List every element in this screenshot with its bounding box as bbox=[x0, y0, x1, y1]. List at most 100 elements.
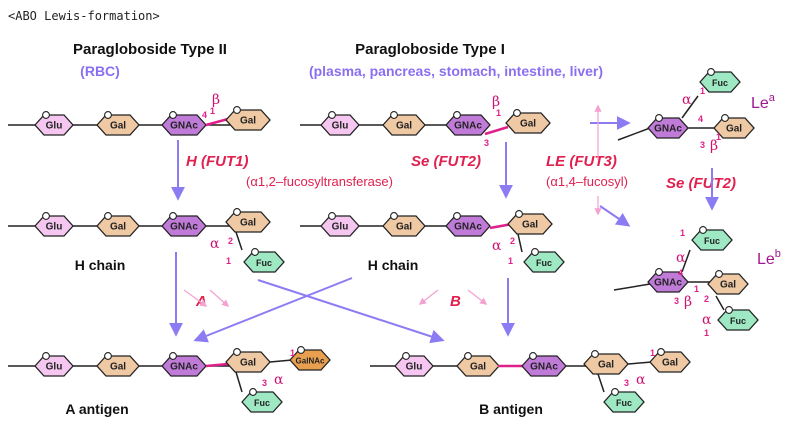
ring-oxygen-dot bbox=[707, 68, 715, 76]
gnac-sugar-label: GNAc bbox=[654, 278, 682, 289]
glu-sugar: Glu bbox=[34, 352, 74, 377]
gnac-sugar-label: GNAc bbox=[170, 362, 198, 373]
gnac-sugar: GNAc bbox=[445, 212, 491, 237]
linkage-number: 3 bbox=[674, 296, 679, 306]
gal-sugar-label: Gal bbox=[726, 124, 742, 135]
gal-sugar: Gal bbox=[382, 111, 426, 136]
gnac-sugar: GNAc bbox=[161, 111, 207, 136]
fuc-sugar-label: Fuc bbox=[704, 236, 720, 246]
linkage-number: 1 bbox=[704, 328, 709, 338]
type2-source: (RBC) bbox=[80, 63, 120, 79]
gal-sugar: Gal bbox=[96, 352, 140, 377]
linkage-number: 1 bbox=[508, 256, 513, 266]
bond-line bbox=[269, 359, 293, 363]
fuc-sugar: Fuc bbox=[717, 306, 759, 331]
arrow-a-pink-1 bbox=[183, 289, 208, 307]
glu-sugar: Glu bbox=[320, 111, 360, 136]
ring-oxygen-dot bbox=[328, 212, 336, 220]
beta-label: β bbox=[212, 92, 220, 108]
ring-oxygen-dot bbox=[42, 352, 50, 360]
alpha-label: α bbox=[682, 92, 692, 108]
enzyme-h-label: H (FUT1) bbox=[186, 153, 249, 170]
gal-sugar-label: Gal bbox=[720, 280, 736, 291]
gal-sugar: Gal bbox=[707, 270, 749, 295]
ring-oxygen-dot bbox=[721, 114, 729, 122]
alpha-label: α bbox=[636, 372, 646, 388]
ring-oxygen-dot bbox=[169, 352, 177, 360]
gnac-sugar: GNAc bbox=[161, 352, 207, 377]
enzyme-se2-label: Se (FUT2) bbox=[666, 175, 736, 192]
gal-sugar: Gal bbox=[96, 212, 140, 237]
gal-sugar: Gal bbox=[225, 208, 271, 233]
enzyme-le-label: LE (FUT3) bbox=[546, 153, 617, 170]
linkage-line bbox=[205, 362, 229, 368]
linkage-number: 1 bbox=[680, 228, 685, 238]
glu-sugar-label: Glu bbox=[46, 121, 63, 132]
gal-sugar-label: Gal bbox=[470, 362, 486, 373]
arrow-cross-to-a bbox=[193, 277, 353, 343]
h-chain-type1-label: H chain bbox=[368, 257, 419, 273]
bond-line bbox=[235, 231, 243, 251]
galnac-sugar-label: GalNAc bbox=[296, 357, 325, 366]
gal-sugar-label: Gal bbox=[110, 121, 126, 132]
linkage-number: 2 bbox=[510, 236, 515, 246]
ring-oxygen-dot bbox=[42, 111, 50, 119]
gal-sugar: Gal bbox=[225, 348, 271, 373]
lea-label: Lea bbox=[751, 92, 776, 112]
ring-oxygen-dot bbox=[699, 226, 707, 234]
gnac-sugar-label: GNAc bbox=[654, 124, 682, 135]
linkage-number: 2 bbox=[704, 294, 709, 304]
ring-oxygen-dot bbox=[402, 352, 410, 360]
linkage-number: 3 bbox=[484, 138, 489, 148]
ring-oxygen-dot bbox=[715, 270, 723, 278]
gal-sugar-label: Gal bbox=[110, 222, 126, 233]
glu-sugar-label: Glu bbox=[46, 362, 63, 373]
fuc-sugar: Fuc bbox=[523, 248, 565, 273]
alpha-label: α bbox=[676, 250, 686, 266]
arrow-b-pink-2 bbox=[467, 289, 488, 305]
gnac-sugar-label: GNAc bbox=[170, 121, 198, 132]
gal-sugar-label: Gal bbox=[520, 119, 536, 130]
bond-line bbox=[517, 233, 523, 253]
ring-oxygen-dot bbox=[515, 210, 523, 218]
bond-line bbox=[627, 361, 653, 365]
linkage-line bbox=[205, 117, 229, 127]
gal-sugar: Gal bbox=[507, 210, 553, 235]
ring-oxygen-dot bbox=[249, 388, 257, 396]
gal-sugar: Gal bbox=[225, 106, 271, 131]
linkage-number: 1 bbox=[694, 284, 699, 294]
ring-oxygen-dot bbox=[251, 248, 259, 256]
bond-line bbox=[235, 371, 243, 393]
ring-oxygen-dot bbox=[390, 212, 398, 220]
ring-oxygen-dot bbox=[104, 212, 112, 220]
fuc-sugar-label: Fuc bbox=[712, 78, 728, 88]
gal-sugar-label: Gal bbox=[598, 360, 614, 371]
gal-sugar-label: Gal bbox=[240, 218, 256, 229]
fuc-sugar-label: Fuc bbox=[256, 258, 272, 268]
glu-sugar: Glu bbox=[34, 111, 74, 136]
gal-sugar: Gal bbox=[505, 109, 551, 134]
alpha-label: α bbox=[210, 236, 220, 252]
linkage-number: 2 bbox=[228, 236, 233, 246]
ring-oxygen-dot bbox=[328, 111, 336, 119]
type2-header: Paragloboside Type II bbox=[73, 41, 227, 58]
linkage-number: 1 bbox=[716, 132, 721, 142]
gal-sugar: Gal bbox=[456, 352, 500, 377]
ring-oxygen-dot bbox=[233, 348, 241, 356]
backbone-line bbox=[613, 283, 651, 291]
alpha-label: α bbox=[274, 372, 284, 388]
ring-oxygen-dot bbox=[233, 208, 241, 216]
enzyme-h-note: (α1,2–fucosyltransferase) bbox=[246, 174, 393, 189]
linkage-number: 1 bbox=[226, 256, 231, 266]
b-gene-label: B bbox=[450, 293, 461, 310]
fuc-sugar: Fuc bbox=[691, 226, 733, 251]
ring-oxygen-dot bbox=[104, 111, 112, 119]
arrow-cross-to-b bbox=[257, 279, 445, 344]
gnac-sugar-label: GNAc bbox=[530, 362, 558, 373]
glu-sugar-label: Glu bbox=[46, 222, 63, 233]
ring-oxygen-dot bbox=[233, 106, 241, 114]
fuc-sugar: Fuc bbox=[699, 68, 741, 93]
ring-oxygen-dot bbox=[513, 109, 521, 117]
gnac-sugar-label: GNAc bbox=[454, 121, 482, 132]
